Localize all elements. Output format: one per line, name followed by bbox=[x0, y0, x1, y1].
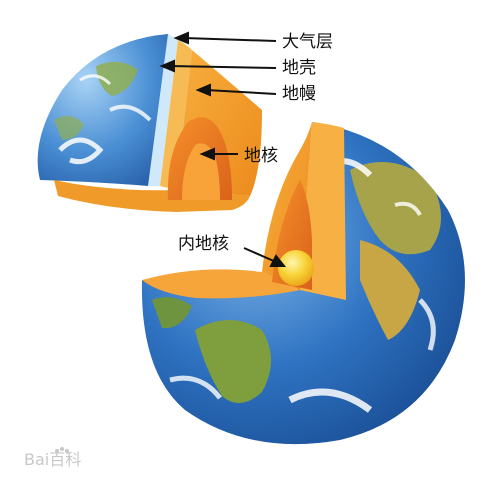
large-cloud bbox=[418, 298, 436, 351]
large-earth-cutaway bbox=[141, 122, 465, 445]
small-land-mass bbox=[96, 61, 138, 96]
label-core: 地核 bbox=[244, 146, 278, 166]
small-cloud bbox=[79, 74, 112, 86]
label-mantle: 地幔 bbox=[282, 84, 316, 104]
small-globe-surface bbox=[37, 34, 175, 186]
small-land-mass bbox=[54, 115, 84, 140]
large-cloud bbox=[288, 388, 373, 413]
arrow-icon bbox=[159, 59, 175, 73]
baidu-baike-watermark: Bai百科 bbox=[24, 447, 81, 469]
large-land-south-america bbox=[195, 320, 271, 404]
large-cloud bbox=[169, 375, 222, 400]
small-earth-cutaway bbox=[37, 34, 262, 212]
arrow-icon bbox=[173, 31, 189, 45]
label-inner-core: 内地核 bbox=[178, 234, 229, 254]
arrow-icon bbox=[183, 37, 277, 42]
large-land-africa bbox=[360, 240, 420, 340]
small-cloud bbox=[58, 137, 104, 165]
arrow-icon bbox=[169, 65, 277, 69]
watermark-text: Bai百科 bbox=[24, 450, 81, 469]
arrow-icon bbox=[195, 83, 211, 97]
large-cloud bbox=[394, 201, 422, 217]
large-land-europe-africa bbox=[350, 162, 441, 255]
arrow-icon bbox=[243, 247, 277, 263]
small-cloud bbox=[109, 104, 152, 122]
arrow-icon bbox=[269, 254, 287, 267]
label-crust: 地壳 bbox=[282, 58, 316, 78]
large-horizontal-cut bbox=[142, 269, 300, 299]
small-base-slab bbox=[54, 180, 250, 212]
arrows bbox=[159, 31, 287, 267]
arrow-icon bbox=[199, 147, 215, 161]
small-crust-layer bbox=[160, 40, 192, 190]
arrow-icon bbox=[205, 89, 277, 95]
label-atmosphere: 大气层 bbox=[282, 32, 333, 52]
large-inner-core bbox=[278, 250, 314, 286]
large-land-fragment bbox=[152, 297, 192, 329]
baidu-paw-icon bbox=[55, 447, 69, 453]
small-atmosphere-layer bbox=[148, 34, 178, 186]
